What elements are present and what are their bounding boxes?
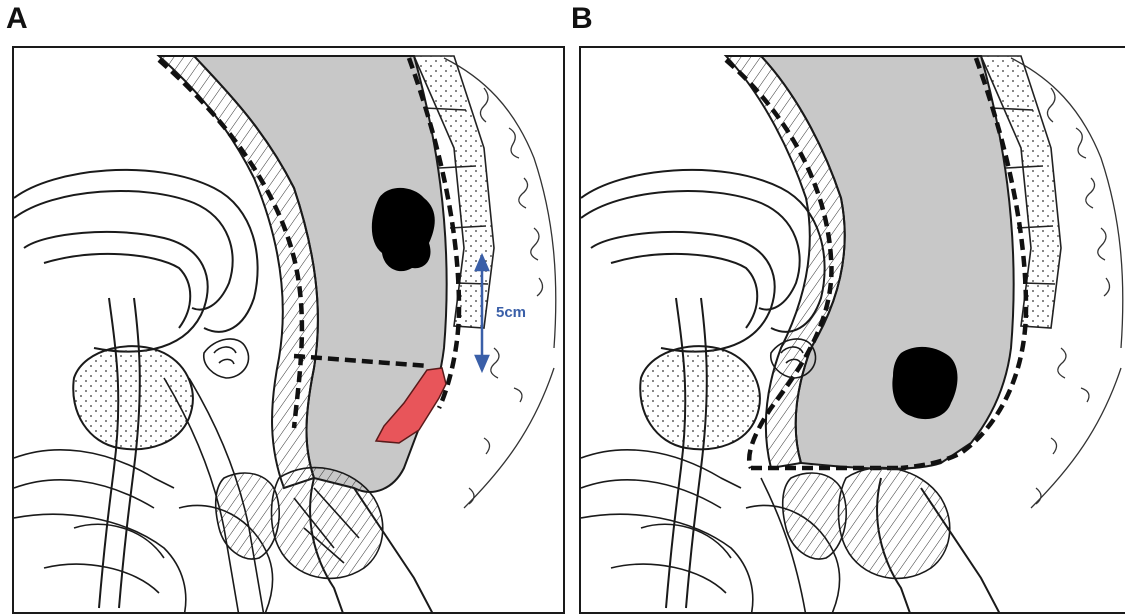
- prostate: [640, 346, 760, 449]
- measurement-label: 5cm: [496, 304, 526, 321]
- urethra: [666, 298, 685, 608]
- anal-sphincter: [783, 468, 950, 579]
- anal-sphincter: [216, 468, 383, 579]
- panel-b-letter: B: [571, 4, 593, 34]
- seminal-vesicles: [204, 339, 249, 378]
- bladder: [581, 170, 825, 352]
- panel-b-diagram: [579, 46, 1125, 614]
- panel-b-anatomy-illustration: [581, 48, 1125, 614]
- bladder: [14, 170, 258, 352]
- tumor: [892, 347, 957, 419]
- urethra: [99, 298, 118, 608]
- panel-a-letter: A: [6, 4, 28, 34]
- panel-a-anatomy-illustration: [14, 48, 565, 614]
- panel-a-diagram: 5cm: [12, 46, 565, 614]
